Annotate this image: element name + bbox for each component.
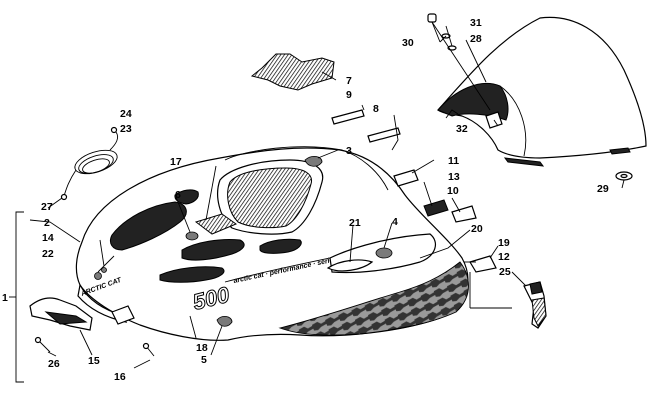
callout-7: 7 (346, 75, 352, 87)
callout-17: 17 (170, 156, 182, 168)
callout-3: 3 (346, 145, 352, 157)
callout-30: 30 (402, 37, 414, 49)
callout-16: 16 (114, 371, 126, 383)
callout-4: 4 (392, 216, 398, 228)
callout-15: 15 (88, 355, 100, 367)
callout-31: 31 (470, 17, 482, 29)
callout-25: 25 (499, 266, 511, 278)
hood-assembly: arctic cat · performance · series 500 AR… (75, 146, 469, 341)
callout-1: 1 (2, 292, 8, 304)
callout-10: 10 (447, 185, 459, 197)
callout-19: 19 (498, 237, 510, 249)
callout-8: 8 (373, 103, 379, 115)
callout-12: 12 (498, 251, 510, 263)
callout-32: 32 (456, 123, 468, 135)
callout-24: 24 (120, 108, 132, 120)
callout-23: 23 (120, 123, 132, 135)
callout-29: 29 (597, 183, 609, 195)
callout-labels: 1 2 3 4 5 6 7 8 9 10 11 12 13 14 15 16 1… (2, 17, 609, 383)
callout-21: 21 (349, 217, 361, 229)
cable-assembly (60, 126, 119, 201)
leader-lines (29, 21, 625, 369)
callout-28: 28 (470, 33, 482, 45)
callout-27: 27 (41, 201, 53, 213)
callout-9: 9 (346, 89, 352, 101)
callout-18: 18 (196, 342, 208, 354)
callout-14: 14 (42, 232, 54, 244)
assembly-bracket (9, 211, 24, 383)
callout-20: 20 (471, 223, 483, 235)
callout-26: 26 (48, 358, 60, 370)
front-bumper (29, 297, 155, 357)
callout-22: 22 (42, 248, 54, 260)
callout-13: 13 (448, 171, 460, 183)
windshield-hardware (427, 13, 633, 181)
callout-6: 6 (175, 189, 181, 201)
callout-11: 11 (448, 155, 459, 167)
callout-5: 5 (201, 354, 207, 366)
small-decals (331, 109, 477, 223)
right-decals (469, 255, 547, 329)
decal-7 (250, 53, 335, 91)
callout-2: 2 (44, 217, 50, 229)
